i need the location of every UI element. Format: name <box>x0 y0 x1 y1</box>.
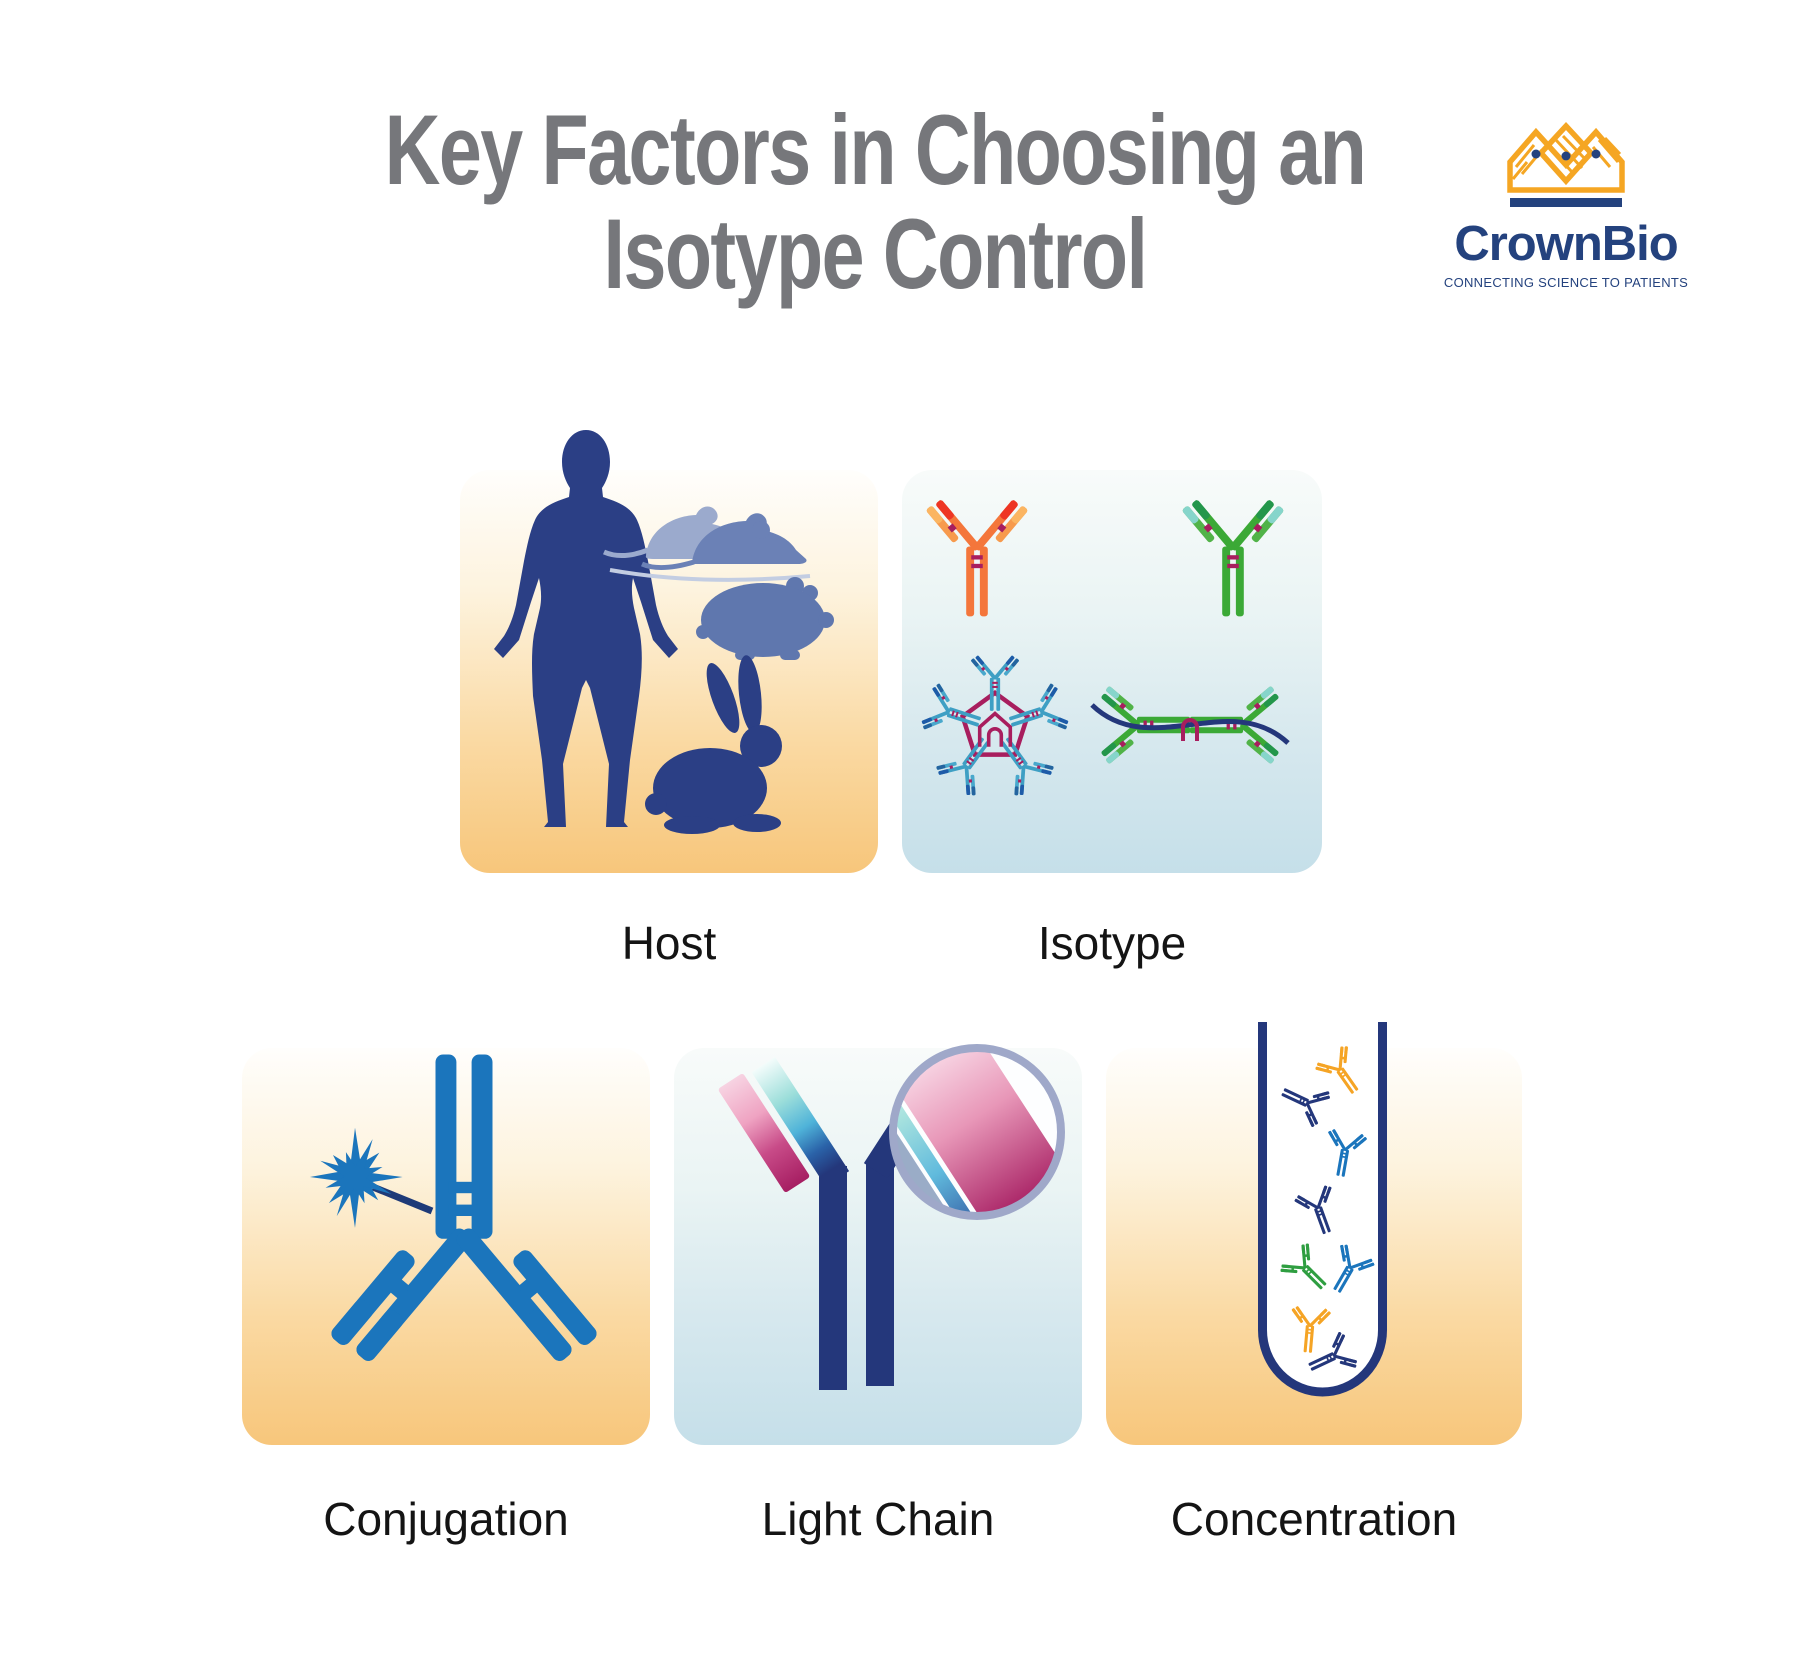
panel-concentration <box>1106 1048 1522 1445</box>
label-concentration: Concentration <box>1170 1493 1458 1545</box>
crownbio-logo: CrownBio CONNECTING SCIENCE TO PATIENTS <box>1442 112 1690 290</box>
panel-conjugation <box>242 1048 650 1445</box>
label-conjugation: Conjugation <box>323 1493 569 1545</box>
panel-light-chain <box>674 1048 1082 1445</box>
crown-icon <box>1507 121 1625 207</box>
panel-host <box>460 470 878 873</box>
panel-isotype <box>902 470 1322 873</box>
page-title-line2: Isotype Control <box>603 197 1148 309</box>
label-host: Host <box>621 917 717 969</box>
label-isotype: Isotype <box>1037 917 1187 969</box>
page-title-line1: Key Factors in Choosing an <box>384 94 1367 205</box>
label-light-chain: Light Chain <box>761 1493 995 1545</box>
logo-wordmark: CrownBio <box>1454 217 1678 271</box>
page-title: Key Factors in Choosing an Isotype Contr… <box>329 98 1421 306</box>
logo-tagline: CONNECTING SCIENCE TO PATIENTS <box>1443 275 1689 290</box>
